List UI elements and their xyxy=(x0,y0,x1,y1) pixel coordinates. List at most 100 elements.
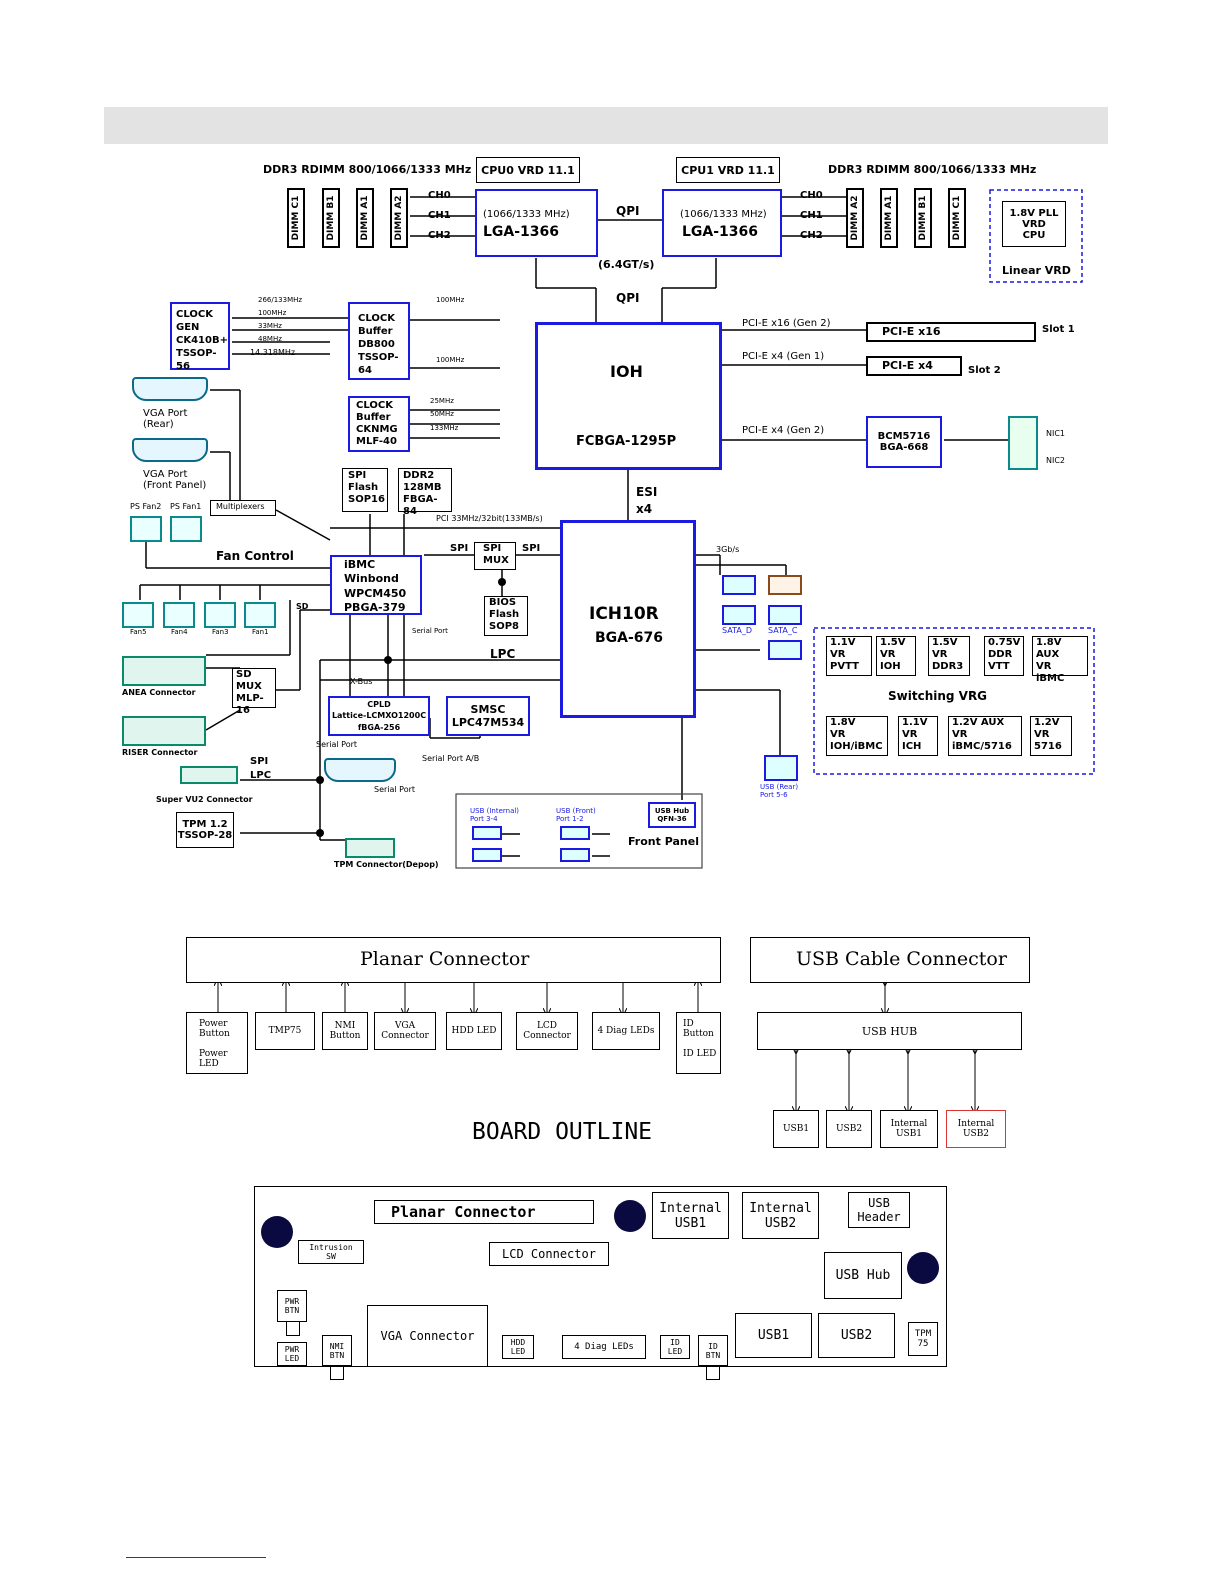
bcm5716: BCM5716 BGA-668 xyxy=(866,416,942,468)
usb-front-label: USB (Front) Port 1-2 xyxy=(556,807,596,823)
lpc-side-label: LPC xyxy=(250,770,272,781)
usb-port-icon xyxy=(472,848,502,862)
pci-bus-label: PCI 33MHz/32bit(133MB/s) xyxy=(436,514,543,523)
ch1-left: CH1 xyxy=(428,210,451,221)
super-vu2-label: Super VU2 Connector xyxy=(156,795,253,804)
clk2-freq-0: 25MHz xyxy=(430,397,454,405)
outline-intrusion-switch: Intrusion SW xyxy=(298,1240,364,1264)
cpu0: (1066/1333 MHz) LGA-1366 xyxy=(475,189,598,257)
dimm-left-3: DIMM A1 xyxy=(356,188,374,248)
vga-front-label: VGA Port (Front Panel) xyxy=(143,469,207,491)
outline-tpm75: TPM 75 xyxy=(908,1322,938,1356)
smsc-superio: SMSC LPC47M534 xyxy=(446,696,530,736)
vr-1v1-pvtt: 1.1V VR PVTT xyxy=(826,636,872,676)
ioh-chip: IOH FCBGA-1295P xyxy=(535,322,722,470)
page-header-bar xyxy=(104,107,1108,144)
usb-item-internal-usb1: Internal USB1 xyxy=(880,1110,938,1148)
mounting-hole-icon xyxy=(614,1200,646,1232)
clk-freq-4: 14.318MHz xyxy=(250,348,296,357)
clk-freq-0: 266/133MHz xyxy=(258,296,303,304)
ch2-right: CH2 xyxy=(800,230,823,241)
qpi-ioh-label: QPI xyxy=(616,291,640,305)
bios-flash: BIOS Flash SOP8 xyxy=(484,596,528,636)
pcie-x4-gen1-label: PCI-E x4 (Gen 1) xyxy=(742,351,825,362)
outline-usb2: USB2 xyxy=(818,1313,895,1358)
outline-diag-leds: 4 Diag LEDs xyxy=(562,1335,646,1359)
dimm-left-4: DIMM A2 xyxy=(390,188,408,248)
sata-connector-icon xyxy=(768,640,802,660)
clk2-freq-2: 133MHz xyxy=(430,424,459,432)
outline-usb-header: USB Header xyxy=(848,1192,910,1228)
ich-package: BGA-676 xyxy=(595,630,664,646)
outline-nmi-btn: NMI BTN xyxy=(322,1335,352,1366)
fan4-icon xyxy=(163,602,195,628)
block-diagram-wires xyxy=(139,189,1095,869)
sd-label: SD xyxy=(296,602,309,611)
tpm-connector-label: TPM Connector(Depop) xyxy=(334,860,439,869)
switching-vrg-label: Switching VRG xyxy=(888,689,988,703)
planar-item-hdd-led: HDD LED xyxy=(446,1012,502,1050)
riser-connector-icon xyxy=(122,716,206,746)
nic-connector-icon xyxy=(1008,416,1038,470)
linear-vrd-label: Linear VRD xyxy=(1002,264,1071,277)
vga-rear-label: VGA Port (Rear) xyxy=(143,408,188,430)
cpu0-socket: LGA-1366 xyxy=(483,224,560,240)
vga-port-rear-icon xyxy=(132,377,208,401)
ibmc-chip: iBMC Winbond WPCM450 PBGA-379 xyxy=(330,555,422,615)
xbus-label: X-Bus xyxy=(350,677,373,686)
id-btn-tab xyxy=(706,1366,720,1380)
outline-internal-usb2: Internal USB2 xyxy=(742,1192,819,1239)
outline-usb1: USB1 xyxy=(735,1313,812,1358)
clock-buffer-db800: CLOCK Buffer DB800 TSSOP-64 xyxy=(348,302,410,380)
cpu1: (1066/1333 MHz) LGA-1366 xyxy=(662,189,782,257)
slot2-label: Slot 2 xyxy=(968,365,1001,376)
spi-side-label: SPI xyxy=(250,756,269,767)
esi-label: ESI x4 xyxy=(636,485,658,516)
fan1-icon xyxy=(244,602,276,628)
usb-port-icon xyxy=(560,826,590,840)
clk1-freq-bottom: 100MHz xyxy=(436,356,465,364)
dimm-right-3: DIMM B1 xyxy=(914,188,932,248)
nmi-btn-tab xyxy=(330,1366,344,1380)
multiplexers: Multiplexers xyxy=(210,500,276,516)
sata-c-label: SATA_C xyxy=(768,626,798,635)
ps-fan1-icon xyxy=(170,516,202,542)
usb-rear-label: USB (Rear) Port 5-6 xyxy=(760,783,799,799)
outline-lcd-connector: LCD Connector xyxy=(489,1242,609,1266)
sata-connector-icon xyxy=(722,575,756,595)
planar-item-power: Power Button Power LED xyxy=(186,1012,248,1074)
clk2-freq-1: 50MHz xyxy=(430,410,454,418)
planar-item-id: ID Button ID LED xyxy=(676,1012,721,1074)
fan-control-label: Fan Control xyxy=(216,549,294,563)
usb-cable-connector-box: USB Cable Connector xyxy=(750,937,1030,983)
planar-item-nmi: NMI Button xyxy=(322,1012,368,1050)
ps-fan1-label: PS Fan1 xyxy=(170,502,202,511)
fan4-label: Fan4 xyxy=(171,628,188,636)
pwr-btn-tab xyxy=(286,1321,300,1336)
clk-freq-2: 33MHz xyxy=(258,322,282,330)
usb-item-usb2: USB2 xyxy=(826,1110,872,1148)
sata-connector-icon xyxy=(768,575,802,595)
planar-item-lcd: LCD Connector xyxy=(516,1012,578,1050)
planar-item-vga: VGA Connector xyxy=(374,1012,436,1050)
ddr2-memory: DDR2 128MB FBGA-84 xyxy=(398,468,452,517)
usb-item-internal-usb2: Internal USB2 xyxy=(946,1110,1006,1148)
slot1-label: Slot 1 xyxy=(1042,324,1075,335)
dimm-right-1: DIMM A2 xyxy=(846,188,864,248)
outline-pwr-led: PWR LED xyxy=(277,1342,307,1366)
cpu0-speed: (1066/1333 MHz) xyxy=(483,209,570,220)
serial-port-label: Serial Port xyxy=(316,740,358,749)
usb-hub-chip: USB Hub QFN-36 xyxy=(648,802,696,828)
vr-1v5-ioh: 1.5V VR IOH xyxy=(876,636,916,676)
footer-rule xyxy=(126,1557,266,1558)
clk-freq-3: 48MHz xyxy=(258,335,282,343)
clk1-freq-top: 100MHz xyxy=(436,296,465,304)
dimm-right-2: DIMM A1 xyxy=(880,188,898,248)
outline-planar-connector: Planar Connector xyxy=(374,1200,594,1224)
sata-connector-icon xyxy=(768,605,802,625)
lpc-label: LPC xyxy=(490,647,516,661)
anea-label: ANEA Connector xyxy=(122,688,196,697)
cpu1-vrd: CPU1 VRD 11.1 xyxy=(676,157,780,183)
outline-internal-usb1: Internal USB1 xyxy=(652,1192,729,1239)
